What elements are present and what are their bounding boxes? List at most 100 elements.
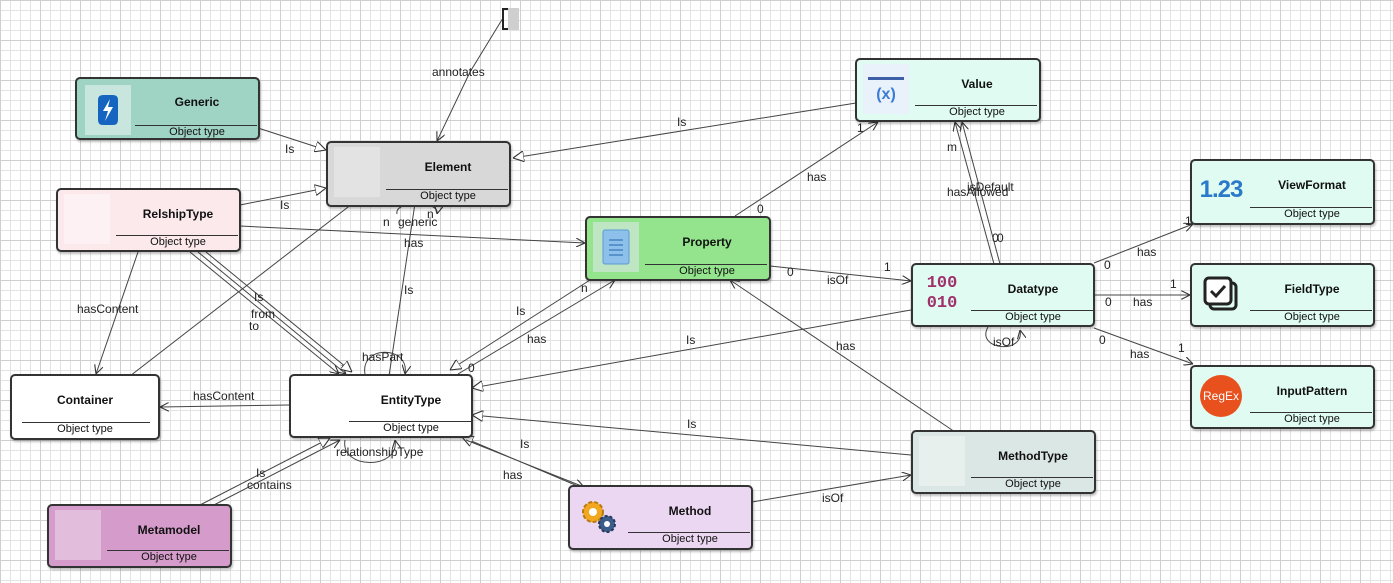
label-ft-has: has <box>1133 295 1152 309</box>
label-property-is: Is <box>516 304 525 318</box>
edge-annotates <box>437 17 504 141</box>
label-isdefault: isDefault <box>967 180 1014 194</box>
edge-entity-is <box>388 190 417 377</box>
edge-metamodel-is <box>199 438 330 506</box>
edge-entity-has-property <box>457 280 615 375</box>
node-title: ViewFormat <box>1278 178 1346 192</box>
node-viewformat[interactable]: 1.23 ViewFormat Object type <box>1190 159 1375 225</box>
label-dt-zero-a: 0 <box>992 231 999 245</box>
edge-property-isof <box>769 265 911 281</box>
label-metamodel-is: Is <box>256 466 265 480</box>
edge-relship-to <box>197 251 346 374</box>
label-element-generic: generic <box>398 215 437 229</box>
label-ip-one: 1 <box>1178 341 1185 355</box>
node-title: Value <box>961 77 993 91</box>
node-subtitle: Object type <box>679 265 735 277</box>
node-title: Method <box>668 504 712 518</box>
label-relship-is: Is <box>280 198 289 212</box>
node-subtitle: Object type <box>1005 311 1061 323</box>
label-prop-zero: 0 <box>757 202 764 216</box>
node-title: Datatype <box>1007 282 1059 296</box>
node-entitytype[interactable]: EntityType Object type <box>289 374 473 438</box>
label-vf-has: has <box>1137 245 1156 259</box>
node-title: InputPattern <box>1276 384 1348 398</box>
label-from: from <box>251 307 275 321</box>
edge-methodtype-has-property <box>730 280 956 433</box>
label-method-isof: isOf <box>822 491 844 505</box>
node-subtitle: Object type <box>1284 208 1340 220</box>
relship-icon-box <box>64 194 110 244</box>
label-entity-is: Is <box>404 283 413 297</box>
label-reltype: relationshipType <box>336 445 424 459</box>
label-prop-n: n <box>581 281 588 295</box>
edge-property-is <box>450 279 591 370</box>
label-haspart: hasPart <box>362 350 404 364</box>
node-subtitle: Object type <box>1005 478 1061 490</box>
label-m: m <box>947 140 957 154</box>
node-subtitle: Object type <box>420 190 476 202</box>
annotation-bracket[interactable] <box>502 8 519 30</box>
label-isof-zero: 0 <box>787 265 794 279</box>
label-ft-zero: 0 <box>1105 295 1112 309</box>
label-methodtype-has: has <box>836 339 855 353</box>
label-value-one: 1 <box>857 121 864 135</box>
node-subtitle: Object type <box>169 126 225 138</box>
label-method-has: has <box>503 468 522 482</box>
edge-datatype-hasallowed <box>962 122 1001 265</box>
node-title: RelshipType <box>142 207 214 221</box>
node-inputpattern[interactable]: RegEx InputPattern Object type <box>1190 365 1375 429</box>
number-format-icon: 1.23 <box>1199 176 1244 203</box>
label-contains: contains <box>247 478 292 492</box>
node-subtitle: Object type <box>141 551 197 563</box>
node-methodtype[interactable]: MethodType Object type <box>911 430 1096 494</box>
node-generic[interactable]: Generic Object type <box>75 77 260 140</box>
node-property[interactable]: Property Object type <box>585 216 771 281</box>
node-subtitle: Object type <box>57 423 113 435</box>
node-subtitle: Object type <box>383 422 439 434</box>
label-to: to <box>249 319 259 333</box>
label-entity-has-prop: has <box>527 332 546 346</box>
label-methodtype-is: Is <box>687 417 696 431</box>
label-vf-zero: 0 <box>1104 258 1111 272</box>
edge-entity-haspart <box>364 351 406 374</box>
edge-datatype-is <box>472 309 912 388</box>
node-metamodel[interactable]: Metamodel Object type <box>47 504 232 568</box>
node-subtitle: Object type <box>949 106 1005 118</box>
node-title: Metamodel <box>137 523 201 537</box>
edge-relship-is-entity <box>205 251 352 372</box>
edge-relship-hascontent <box>96 251 139 374</box>
edge-entity-hascontent <box>160 405 290 407</box>
edge-generic-is <box>257 127 326 150</box>
label-hascontent-2: hasContent <box>193 389 255 403</box>
element-icon-box <box>334 147 380 197</box>
label-ip-zero: 0 <box>1099 333 1106 347</box>
regex-icon: RegEx <box>1198 371 1244 421</box>
node-element[interactable]: Element Object type <box>326 141 511 207</box>
edge-datatype-has-inputpattern <box>1093 327 1193 364</box>
edge-metamodel-contains <box>209 440 340 508</box>
node-value[interactable]: (x) Value Object type <box>855 58 1041 122</box>
node-datatype[interactable]: 100 010 Datatype Object type <box>911 263 1095 327</box>
label-annotates: annotates <box>432 65 485 79</box>
node-subtitle: Object type <box>662 533 718 545</box>
label-hasallowed: hasAllowed <box>947 185 1008 199</box>
label-dt-isof: isOf <box>993 335 1015 349</box>
checkbox-icon <box>1198 269 1244 319</box>
label-element-n2: n <box>427 207 434 221</box>
node-fieldtype[interactable]: FieldType Object type <box>1190 263 1375 327</box>
label-method-is: Is <box>520 437 529 451</box>
node-method[interactable]: Method Object type <box>568 485 753 550</box>
node-container[interactable]: Container Object type <box>10 374 160 440</box>
label-zero-entity: 0 <box>468 361 475 375</box>
node-relshiptype[interactable]: RelshipType Object type <box>56 188 241 252</box>
edge-methodtype-is <box>472 415 912 456</box>
edge-value-is <box>513 102 857 158</box>
edge-entity-reltype <box>344 440 396 463</box>
edge-relship-from <box>189 251 339 374</box>
edge-datatype-isdefault <box>955 122 995 265</box>
node-title: Property <box>682 235 732 249</box>
label-dt-zero-b: 0 <box>997 231 1004 245</box>
edge-datatype-has-viewformat <box>1093 224 1193 264</box>
document-lines-icon <box>593 222 639 272</box>
methodtype-icon-box <box>919 436 965 486</box>
